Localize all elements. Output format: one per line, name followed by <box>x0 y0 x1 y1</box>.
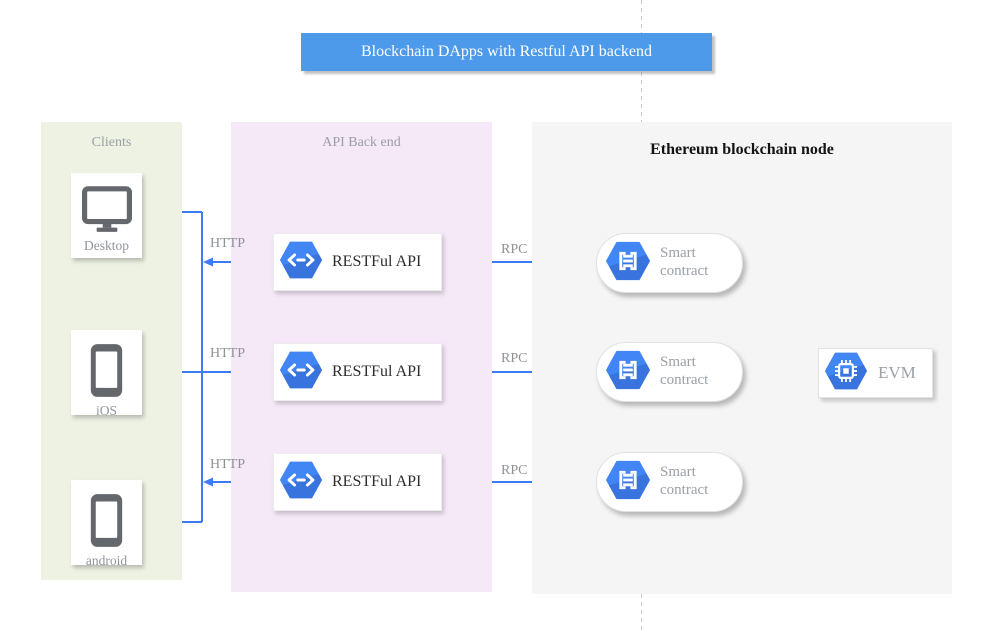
evm-node[interactable]: EVM <box>818 348 933 398</box>
smart-contract-label: Smart contract <box>660 245 709 279</box>
restful-api-node-3[interactable]: RESTFul API <box>273 453 442 511</box>
mobile-phone-icon <box>90 493 123 553</box>
smart-contract-label: Smart contract <box>660 354 709 388</box>
smart-contract-node-1[interactable]: Smart contract <box>596 233 743 293</box>
contract-hexagon-icon <box>605 240 651 287</box>
smart-contract-label: Smart contract <box>660 464 709 498</box>
contract-hexagon-icon <box>605 459 651 506</box>
diagram-title: Blockchain DApps with Restful API backen… <box>360 43 653 60</box>
ethereum-column-title: Ethereum blockchain node <box>650 141 834 158</box>
smart-contract-node-3[interactable]: Smart contract <box>596 452 743 512</box>
smart-contract-node-2[interactable]: Smart contract <box>596 342 743 402</box>
desktop-monitor-icon <box>81 186 132 238</box>
api-backend-column-title: API Back end <box>322 135 401 150</box>
restful-api-label: RESTFul API <box>332 253 422 270</box>
clients-column-title: Clients <box>91 135 132 150</box>
restful-api-node-1[interactable]: RESTFul API <box>273 233 442 291</box>
ios-label: iOS <box>95 403 117 418</box>
desktop-label: Desktop <box>84 238 129 253</box>
android-client-node[interactable]: android <box>71 480 142 568</box>
restful-api-label: RESTFul API <box>332 473 422 490</box>
evm-chip-hexagon-icon <box>824 351 868 396</box>
restful-api-label: RESTFul API <box>332 363 422 380</box>
http-label-2: HTTP <box>210 346 245 361</box>
rpc-label-3: RPC <box>501 463 528 478</box>
rpc-label-1: RPC <box>501 242 528 257</box>
desktop-client-node[interactable]: Desktop <box>71 173 142 258</box>
evm-label: EVM <box>878 363 916 382</box>
contract-hexagon-icon <box>605 349 651 396</box>
ios-client-node[interactable]: iOS <box>71 330 142 418</box>
http-label-3: HTTP <box>210 457 245 472</box>
diagram-title-banner: Blockchain DApps with Restful API backen… <box>301 33 712 71</box>
api-hexagon-icon <box>279 460 323 505</box>
api-hexagon-icon <box>279 350 323 395</box>
api-hexagon-icon <box>279 240 323 285</box>
android-label: android <box>85 553 128 568</box>
restful-api-node-2[interactable]: RESTFul API <box>273 343 442 401</box>
http-label-1: HTTP <box>210 236 245 251</box>
mobile-phone-icon <box>90 343 123 403</box>
rpc-label-2: RPC <box>501 351 528 366</box>
